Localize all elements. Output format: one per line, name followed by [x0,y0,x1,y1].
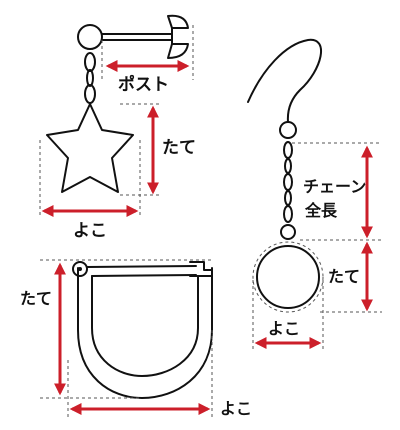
hoop-outer [77,267,213,399]
hook-height-label: たて [328,267,360,286]
stud-chain-link [84,84,96,104]
hoop-post [86,265,197,268]
hoop-inner [91,275,199,377]
hook-chain-link [284,158,292,174]
hook-width-label: よこ [268,319,300,338]
stud-backing-top [167,14,189,29]
hook-earring: チェーン 全長 たて よこ [247,38,382,352]
star-pendant [46,103,134,193]
hook-chain-link [283,173,293,191]
stud-width-label: よこ [73,221,107,241]
hook-wire [247,38,323,123]
stud-height-label: たて [162,138,196,158]
chain-length-label-line1: チェーン [303,177,366,196]
hoop-hinge [72,261,88,277]
stud-chain-link [84,52,96,72]
stud-ball [77,24,103,50]
round-pendant [256,245,320,309]
hook-chain-link [283,141,293,159]
stud-chain-link [86,69,94,87]
stud-post-label: ポスト [118,74,169,95]
hook-chain-link [284,190,292,206]
hoop-clasp [189,261,213,277]
hook-ring [279,121,297,139]
hoop-height-label: たて [20,289,52,308]
hoop-earring: たて よこ [20,259,252,418]
hoop-width-label: よこ [220,399,252,418]
stud-backing-bottom [167,43,189,59]
chain-length-label-line2: 全長 [304,201,338,220]
stud-earring: ポスト たて よこ [39,14,196,241]
hook-chain-link [283,205,293,223]
hook-jump-ring [280,224,296,240]
